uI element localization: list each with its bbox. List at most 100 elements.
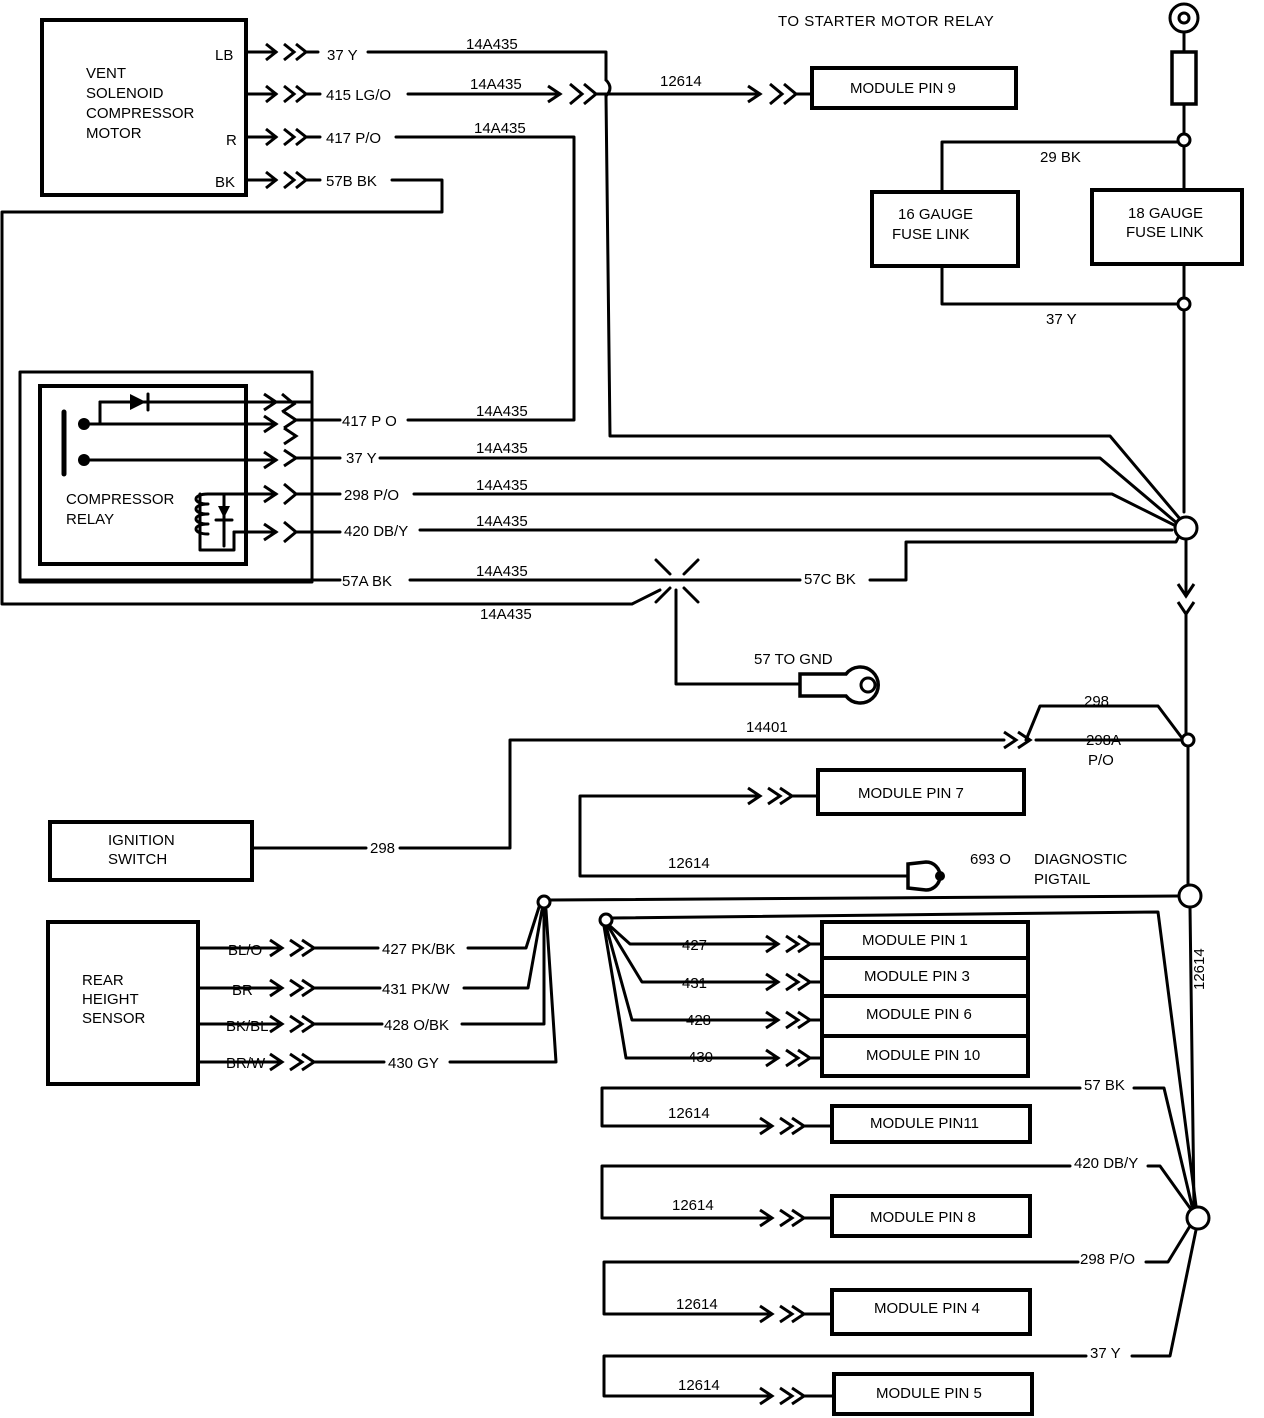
connector-14401: 14401 bbox=[746, 719, 788, 736]
svg-text:MODULE PIN 6: MODULE PIN 6 bbox=[866, 1006, 972, 1023]
wire-57a: 57A BK bbox=[342, 573, 392, 590]
pin-bkbl: BK/BL bbox=[226, 1018, 269, 1035]
module-wire-427: 427 bbox=[682, 937, 707, 954]
harness-label-3: 14A435 bbox=[474, 120, 526, 137]
module-pin-10: MODULE PIN 10 bbox=[820, 1034, 1030, 1078]
bottom-module-wiring bbox=[600, 1086, 1198, 1406]
fuse-link-16-gauge: 16 GAUGE FUSE LINK bbox=[870, 190, 1020, 268]
svg-text:MODULE PIN 8: MODULE PIN 8 bbox=[870, 1209, 976, 1226]
rear-height-sensor: REAR HEIGHT SENSOR BL/O BR BK/BL BR/W bbox=[46, 920, 269, 1086]
module-pin-4: MODULE PIN 4 bbox=[830, 1288, 1032, 1336]
module-pin-5: MODULE PIN 5 bbox=[832, 1372, 1034, 1416]
module-pin-8: MODULE PIN 8 bbox=[830, 1194, 1032, 1238]
bottom-wire-298: 298 P/O bbox=[1080, 1251, 1135, 1268]
motor-wires bbox=[0, 50, 1188, 606]
wire-298a: 298A bbox=[1086, 732, 1121, 749]
harness-label-5: 14A435 bbox=[476, 440, 528, 457]
harness-label-6: 14A435 bbox=[476, 477, 528, 494]
wire-415: 415 LG/O bbox=[326, 87, 391, 104]
sensor-wire-428: 428 O/BK bbox=[384, 1017, 449, 1034]
module-wire-428: 428 bbox=[686, 1012, 711, 1029]
trunk-12614: 12614 bbox=[1191, 948, 1208, 990]
bottom-wire-57bk: 57 BK bbox=[1084, 1077, 1125, 1094]
pin-lb-label: LB bbox=[215, 47, 233, 64]
harness-label-1: 14A435 bbox=[466, 36, 518, 53]
connector-12614-p4: 12614 bbox=[676, 1296, 718, 1313]
diagnostic-line2: PIGTAIL bbox=[1034, 871, 1090, 888]
module-wire-430: 430 bbox=[688, 1049, 713, 1066]
wire-57b: 57B BK bbox=[326, 173, 377, 190]
module-pin-3: MODULE PIN 3 bbox=[820, 956, 1030, 998]
connector-12614-p5: 12614 bbox=[678, 1377, 720, 1394]
svg-text:MODULE PIN 7: MODULE PIN 7 bbox=[858, 785, 964, 802]
diagnostic-pigtail: 693 O DIAGNOSTIC PIGTAIL bbox=[906, 851, 1128, 892]
svg-text:MODULE PIN 5: MODULE PIN 5 bbox=[876, 1385, 982, 1402]
svg-text:MODULE PIN 4: MODULE PIN 4 bbox=[874, 1300, 980, 1317]
module-pin-7: MODULE PIN 7 bbox=[816, 768, 1026, 816]
fuse-link-wiring bbox=[940, 140, 1192, 514]
module-pin-6: MODULE PIN 6 bbox=[820, 994, 1030, 1038]
wire-29bk: 29 BK bbox=[1040, 149, 1081, 166]
harness-label-9: 14A435 bbox=[480, 606, 532, 623]
bottom-wire-420: 420 DB/Y bbox=[1074, 1155, 1138, 1172]
starter-relay-terminal bbox=[1168, 2, 1200, 148]
svg-text:MODULE PIN 9: MODULE PIN 9 bbox=[850, 80, 956, 97]
module-pin-1: MODULE PIN 1 bbox=[820, 920, 1030, 960]
svg-text:MODULE PIN 1: MODULE PIN 1 bbox=[862, 932, 968, 949]
connector-12614-p11: 12614 bbox=[668, 1105, 710, 1122]
relay-line2: RELAY bbox=[66, 511, 114, 528]
connector-12614-pin9: 12614 bbox=[660, 73, 702, 90]
wire-298a-po: P/O bbox=[1088, 752, 1114, 769]
relay-wire-417: 417 P O bbox=[342, 413, 397, 430]
ignition-feed bbox=[250, 704, 1184, 850]
svg-text:HEIGHT: HEIGHT bbox=[82, 991, 139, 1008]
pin-blo: BL/O bbox=[228, 942, 262, 959]
svg-text:SWITCH: SWITCH bbox=[108, 851, 167, 868]
harness-label-2: 14A435 bbox=[470, 76, 522, 93]
harness-label-7: 14A435 bbox=[476, 513, 528, 530]
main-trunk bbox=[1173, 515, 1211, 1231]
svg-text:MODULE PIN11: MODULE PIN11 bbox=[870, 1115, 979, 1132]
pin-r-label: R bbox=[226, 132, 237, 149]
module-wire-431: 431 bbox=[682, 975, 707, 992]
module-fanout bbox=[598, 910, 1198, 1208]
starter-relay-label: TO STARTER MOTOR RELAY bbox=[778, 13, 994, 30]
relay-wires bbox=[18, 456, 1182, 582]
relay-wire-420: 420 DB/Y bbox=[344, 523, 408, 540]
sensor-wires bbox=[196, 894, 1181, 1072]
ignition-298: 298 bbox=[370, 840, 395, 857]
sensor-wire-427: 427 PK/BK bbox=[382, 941, 455, 958]
svg-text:FUSE LINK: FUSE LINK bbox=[892, 226, 970, 243]
svg-text:SENSOR: SENSOR bbox=[82, 1010, 146, 1027]
motor-pin-connectors bbox=[244, 42, 309, 190]
vent-motor-line3: COMPRESSOR bbox=[86, 105, 195, 122]
sensor-wire-431: 431 PK/W bbox=[382, 981, 450, 998]
vent-motor-line2: SOLENOID bbox=[86, 85, 164, 102]
relay-wire-37y: 37 Y bbox=[346, 450, 377, 467]
bottom-wire-37y: 37 Y bbox=[1090, 1345, 1121, 1362]
wire-417: 417 P/O bbox=[326, 130, 381, 147]
diagnostic-line1: DIAGNOSTIC bbox=[1034, 851, 1128, 868]
connector-12614-p8: 12614 bbox=[672, 1197, 714, 1214]
harness-label-4: 14A435 bbox=[476, 403, 528, 420]
diagnostic-code: 693 O bbox=[970, 851, 1011, 868]
svg-text:16 GAUGE: 16 GAUGE bbox=[898, 206, 973, 223]
ground-splice bbox=[654, 558, 880, 705]
relay-line1: COMPRESSOR bbox=[66, 491, 175, 508]
ignition-switch: IGNITION SWITCH bbox=[48, 820, 254, 882]
harness-label-8: 14A435 bbox=[476, 563, 528, 580]
svg-text:FUSE LINK: FUSE LINK bbox=[1126, 224, 1204, 241]
svg-text:MODULE PIN 3: MODULE PIN 3 bbox=[864, 968, 970, 985]
module-pin7-wiring bbox=[578, 786, 910, 878]
module-pin-9: MODULE PIN 9 bbox=[810, 66, 1018, 110]
pin-bk-label: BK bbox=[215, 174, 235, 191]
sensor-wire-430: 430 GY bbox=[388, 1055, 439, 1072]
vent-solenoid-compressor-motor: VENT SOLENOID COMPRESSOR MOTOR LB R BK bbox=[40, 18, 248, 197]
svg-text:REAR: REAR bbox=[82, 972, 124, 989]
svg-text:MODULE PIN 10: MODULE PIN 10 bbox=[866, 1047, 980, 1064]
connector-12614-diag: 12614 bbox=[668, 855, 710, 872]
ground-label: 57 TO GND bbox=[754, 651, 833, 668]
wire-298: 298 bbox=[1084, 693, 1109, 710]
wire-37y-fuse: 37 Y bbox=[1046, 311, 1077, 328]
relay-connectors bbox=[263, 370, 342, 544]
